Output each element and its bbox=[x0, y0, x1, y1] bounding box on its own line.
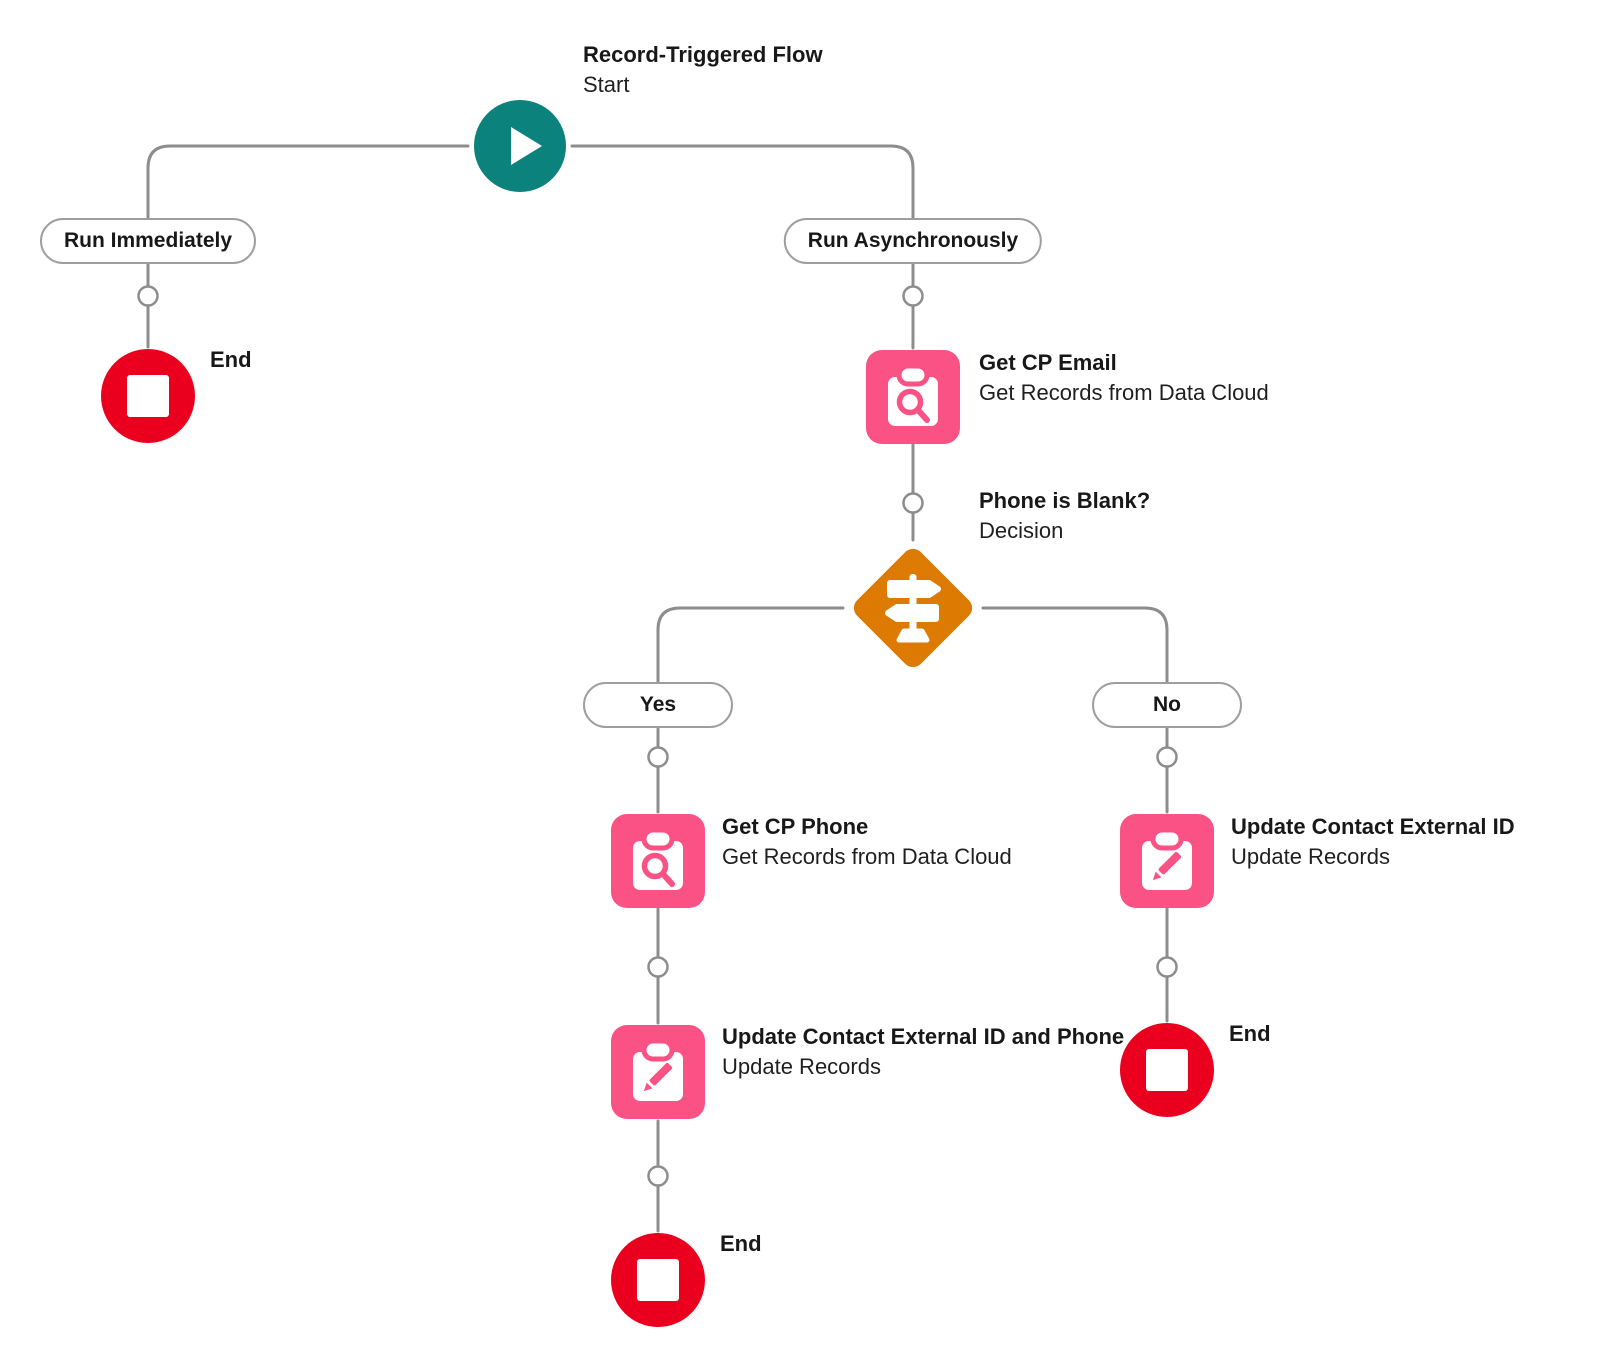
update-contact-external-id-label: Update Contact External ID Update Record… bbox=[1231, 812, 1515, 872]
connector-insert-point[interactable] bbox=[902, 285, 924, 307]
update-contact-external-id-and-phone-label: Update Contact External ID and Phone Upd… bbox=[722, 1022, 1152, 1082]
stop-icon bbox=[101, 349, 195, 443]
connector-label-run-immediately: Run Immediately bbox=[39, 218, 257, 264]
node-title: Get CP Email bbox=[979, 350, 1117, 375]
stop-icon bbox=[611, 1233, 705, 1327]
connector-insert-point[interactable] bbox=[647, 1165, 669, 1187]
connector-insert-point[interactable] bbox=[1156, 956, 1178, 978]
signpost-icon bbox=[853, 548, 973, 668]
start-node-label: Record-Triggered Flow Start bbox=[583, 40, 823, 100]
pill-text: Yes bbox=[639, 693, 677, 716]
update-records-icon bbox=[633, 1038, 683, 1101]
node-title: Get CP Phone bbox=[722, 814, 869, 839]
connector-label-run-asynchronously: Run Asynchronously bbox=[783, 218, 1043, 264]
node-title: Record-Triggered Flow bbox=[583, 42, 823, 67]
node-title: End bbox=[210, 347, 252, 372]
connector-insert-point[interactable] bbox=[137, 285, 159, 307]
end-node-label: End bbox=[1229, 1019, 1271, 1049]
flow-node-get-cp-email[interactable] bbox=[866, 350, 960, 444]
end-node-yes[interactable] bbox=[611, 1233, 705, 1327]
node-subtitle: Get Records from Data Cloud bbox=[722, 844, 1012, 869]
connector-insert-point[interactable] bbox=[902, 492, 924, 514]
connector-insert-point[interactable] bbox=[647, 746, 669, 768]
flow-node-get-cp-phone[interactable] bbox=[611, 814, 705, 908]
decision-node-phone-is-blank[interactable] bbox=[843, 538, 983, 678]
node-subtitle: Update Records bbox=[722, 1054, 881, 1079]
node-title: Update Contact External ID bbox=[1231, 814, 1515, 839]
get-records-icon bbox=[888, 363, 938, 426]
flow-node-update-contact-external-id[interactable] bbox=[1120, 814, 1214, 908]
play-icon bbox=[474, 100, 566, 192]
connector-label-yes: Yes bbox=[583, 682, 733, 728]
node-title: Phone is Blank? bbox=[979, 488, 1151, 513]
node-subtitle: Start bbox=[583, 72, 630, 97]
start-node[interactable] bbox=[474, 100, 566, 192]
node-title: Update Contact External ID and Phone bbox=[722, 1024, 1125, 1049]
end-node-label: End bbox=[720, 1229, 762, 1259]
connector-insert-point[interactable] bbox=[1156, 746, 1178, 768]
pill-text: Run Immediately bbox=[63, 229, 233, 252]
pill-text: Run Asynchronously bbox=[807, 229, 1019, 252]
end-node-no[interactable] bbox=[1120, 1023, 1214, 1117]
connector-insert-point[interactable] bbox=[647, 956, 669, 978]
decision-label: Phone is Blank? Decision bbox=[979, 486, 1150, 546]
connector-trunk-right bbox=[570, 144, 915, 220]
pill-text: No bbox=[1153, 693, 1181, 716]
get-cp-phone-label: Get CP Phone Get Records from Data Cloud bbox=[722, 812, 1012, 872]
connector-trunk-left bbox=[146, 144, 470, 220]
node-subtitle: Update Records bbox=[1231, 844, 1390, 869]
node-title: End bbox=[1229, 1021, 1271, 1046]
node-subtitle: Get Records from Data Cloud bbox=[979, 380, 1269, 405]
flow-node-update-contact-external-id-and-phone[interactable] bbox=[611, 1025, 705, 1119]
node-subtitle: Decision bbox=[979, 518, 1064, 543]
stop-icon bbox=[1120, 1023, 1214, 1117]
end-node-immediate[interactable] bbox=[101, 349, 195, 443]
connector-branch-yes bbox=[656, 606, 845, 684]
connector-branch-no bbox=[981, 606, 1169, 684]
get-records-icon bbox=[633, 827, 683, 890]
update-records-icon bbox=[1142, 827, 1192, 890]
connector-label-no: No bbox=[1092, 682, 1242, 728]
node-title: End bbox=[720, 1231, 762, 1256]
get-cp-email-label: Get CP Email Get Records from Data Cloud bbox=[979, 348, 1269, 408]
end-node-label: End bbox=[210, 345, 252, 375]
